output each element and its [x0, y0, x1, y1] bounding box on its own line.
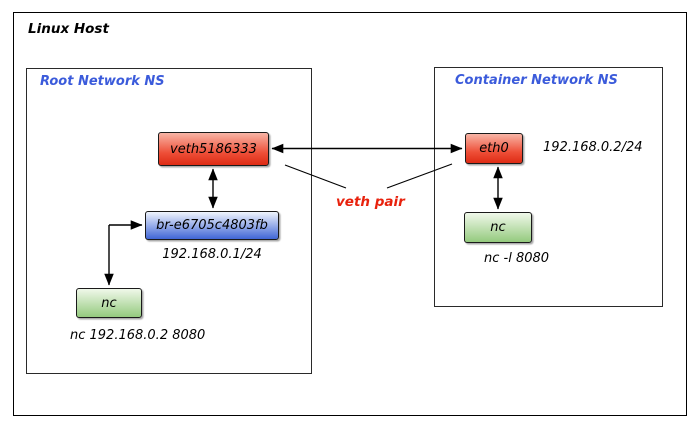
- container-ns-box: [434, 67, 663, 307]
- eth0-ip-label: 192.168.0.2/24: [543, 140, 643, 155]
- nc-container-command-label: nc -l 8080: [484, 251, 550, 266]
- linux-host-box: [13, 12, 687, 416]
- bridge-node-label: br-e6705c4803fb: [156, 218, 268, 233]
- veth-node: veth5186333: [158, 132, 269, 166]
- container-ns-title: Container Network NS: [455, 73, 618, 88]
- nc-container-node-label: nc: [490, 220, 506, 235]
- bridge-ip-label: 192.168.0.1/24: [162, 247, 262, 262]
- nc-container-node: nc: [464, 212, 532, 243]
- eth0-node-label: eth0: [479, 141, 509, 156]
- root-ns-title: Root Network NS: [40, 74, 165, 89]
- linux-host-title: Linux Host: [28, 21, 109, 37]
- veth-node-label: veth5186333: [170, 141, 257, 157]
- nc-root-command-label: nc 192.168.0.2 8080: [70, 328, 206, 343]
- eth0-node: eth0: [465, 133, 523, 164]
- veth-pair-label: veth pair: [336, 194, 405, 210]
- bridge-node: br-e6705c4803fb: [145, 211, 279, 240]
- root-ns-box: [26, 68, 312, 374]
- nc-root-node: nc: [76, 288, 142, 318]
- nc-root-node-label: nc: [101, 295, 117, 311]
